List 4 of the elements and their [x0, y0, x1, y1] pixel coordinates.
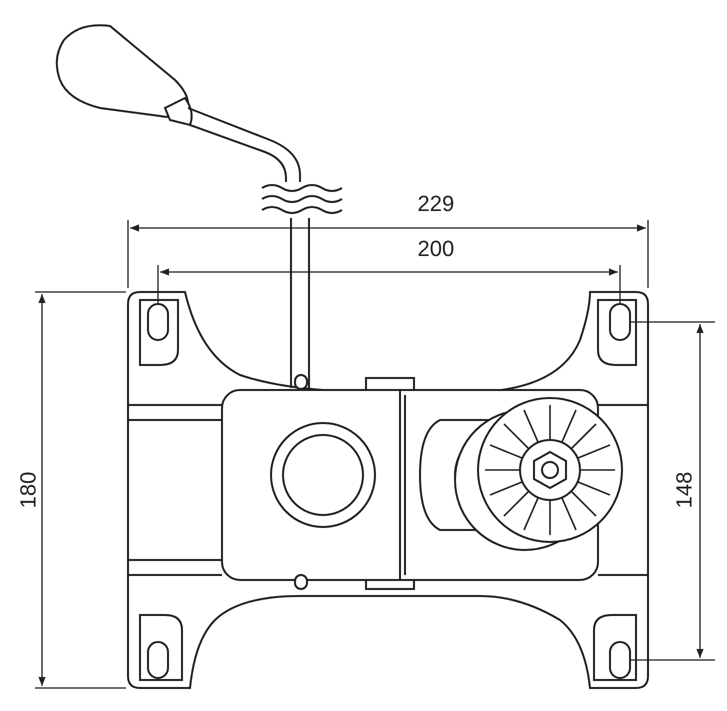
- dimension-value: 200: [418, 238, 454, 260]
- dimension-value: 180: [16, 472, 39, 508]
- dimension-value: 229: [418, 193, 454, 215]
- dimension-value: 148: [672, 472, 695, 508]
